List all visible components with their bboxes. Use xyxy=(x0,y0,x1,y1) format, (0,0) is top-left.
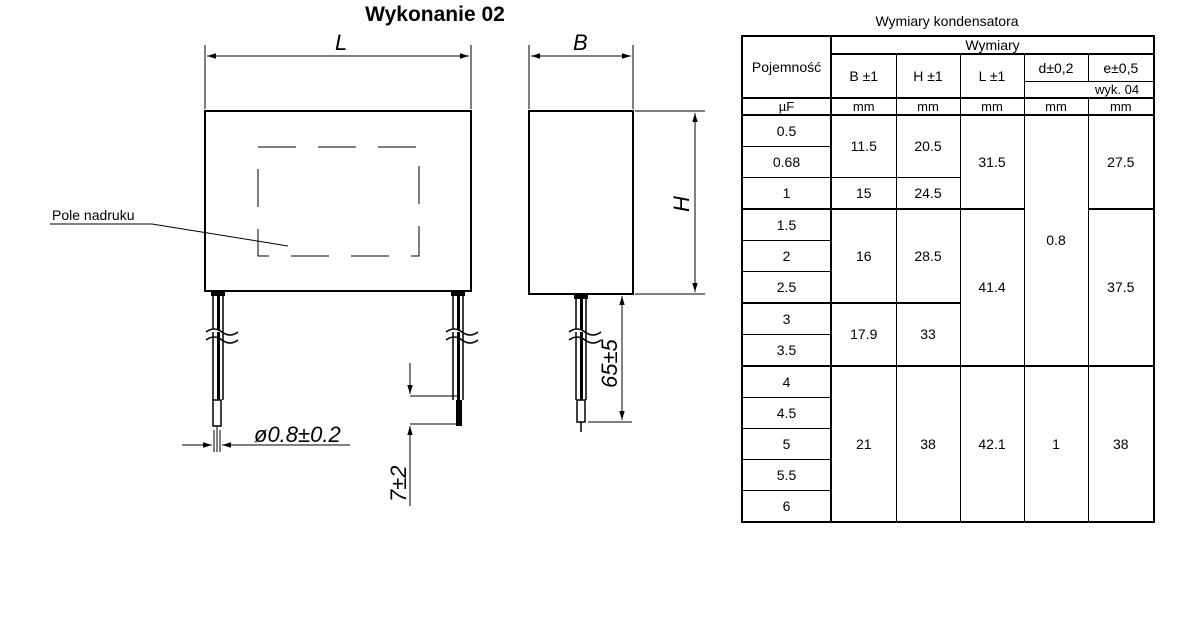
col-header-L: L ±1 xyxy=(959,53,1025,98)
B-cell: 11.5 xyxy=(830,114,897,178)
capacity-cell: 6 xyxy=(741,489,832,522)
e-cell: 38 xyxy=(1087,365,1155,522)
e-cell: 27.5 xyxy=(1087,114,1155,210)
capacity-cell: 3 xyxy=(741,302,832,335)
H-cell: 20.5 xyxy=(895,114,961,178)
capacity-cell: 4 xyxy=(741,365,832,398)
print-field-box xyxy=(257,146,420,257)
unit-capacity: µF xyxy=(741,97,832,116)
B-cell: 21 xyxy=(830,365,897,522)
print-field-label: Pole nadruku xyxy=(52,207,135,223)
B-cell: 15 xyxy=(830,176,897,210)
capacity-cell: 2.5 xyxy=(741,270,832,304)
dimensions-table: Pojemność Wymiary B ±1 H ±1 L ±1 d±0,2 e… xyxy=(741,35,1156,523)
L-cell: 42.1 xyxy=(959,365,1025,522)
H-cell: 28.5 xyxy=(895,208,961,304)
B-cell: 17.9 xyxy=(830,302,897,367)
unit-B: mm xyxy=(830,97,897,116)
L-cell: 41.4 xyxy=(959,208,1025,367)
L-cell: 31.5 xyxy=(959,114,1025,210)
capacity-cell: 0.68 xyxy=(741,145,832,178)
capacitor-technical-drawing: L B H Pole nadruku ø0.8±0.2 65±5 7±2 xyxy=(50,30,705,506)
wire-diameter-label: ø0.8±0.2 xyxy=(254,422,341,447)
capacity-cell: 5 xyxy=(741,427,832,460)
drawing-title: Wykonanie 02 xyxy=(365,3,505,26)
table-caption: Wymiary kondensatora xyxy=(875,13,1019,29)
capacity-cell: 4.5 xyxy=(741,396,832,429)
H-cell: 38 xyxy=(895,365,961,522)
d-cell: 1 xyxy=(1023,365,1089,522)
B-cell: 16 xyxy=(830,208,897,304)
H-cell: 24.5 xyxy=(895,176,961,210)
capacity-cell: 1.5 xyxy=(741,208,832,241)
group-header: Wymiary xyxy=(830,35,1155,55)
capacity-cell: 5.5 xyxy=(741,458,832,491)
variant-note: wyk. 04 xyxy=(1023,80,1155,98)
unit-H: mm xyxy=(895,97,961,116)
capacitor-side-body xyxy=(528,110,634,295)
e-cell: 37.5 xyxy=(1087,208,1155,367)
dimension-H-label: H xyxy=(669,196,694,212)
lead-length-label: 65±5 xyxy=(597,338,622,388)
d-cell: 0.8 xyxy=(1023,114,1089,367)
tinned-length-label: 7±2 xyxy=(386,465,411,502)
capacity-cell: 1 xyxy=(741,176,832,210)
unit-d: mm xyxy=(1023,97,1089,116)
H-cell: 33 xyxy=(895,302,961,367)
col-header-d: d±0,2 xyxy=(1023,53,1089,82)
capacity-cell: 3.5 xyxy=(741,333,832,367)
unit-L: mm xyxy=(959,97,1025,116)
dimension-L-label: L xyxy=(335,30,347,55)
capacity-cell: 0.5 xyxy=(741,114,832,147)
capacitor-front-body xyxy=(204,110,472,292)
col-header-H: H ±1 xyxy=(895,53,961,98)
capacity-cell: 2 xyxy=(741,239,832,272)
dimension-B-label: B xyxy=(573,30,588,55)
unit-e: mm xyxy=(1087,97,1155,116)
col-header-e: e±0,5 xyxy=(1087,53,1155,82)
capacity-header: Pojemność xyxy=(741,35,832,98)
dimensions-table-container: Wymiary kondensatora Pojemność Wymiary B… xyxy=(741,10,1156,523)
col-header-B: B ±1 xyxy=(830,53,897,98)
